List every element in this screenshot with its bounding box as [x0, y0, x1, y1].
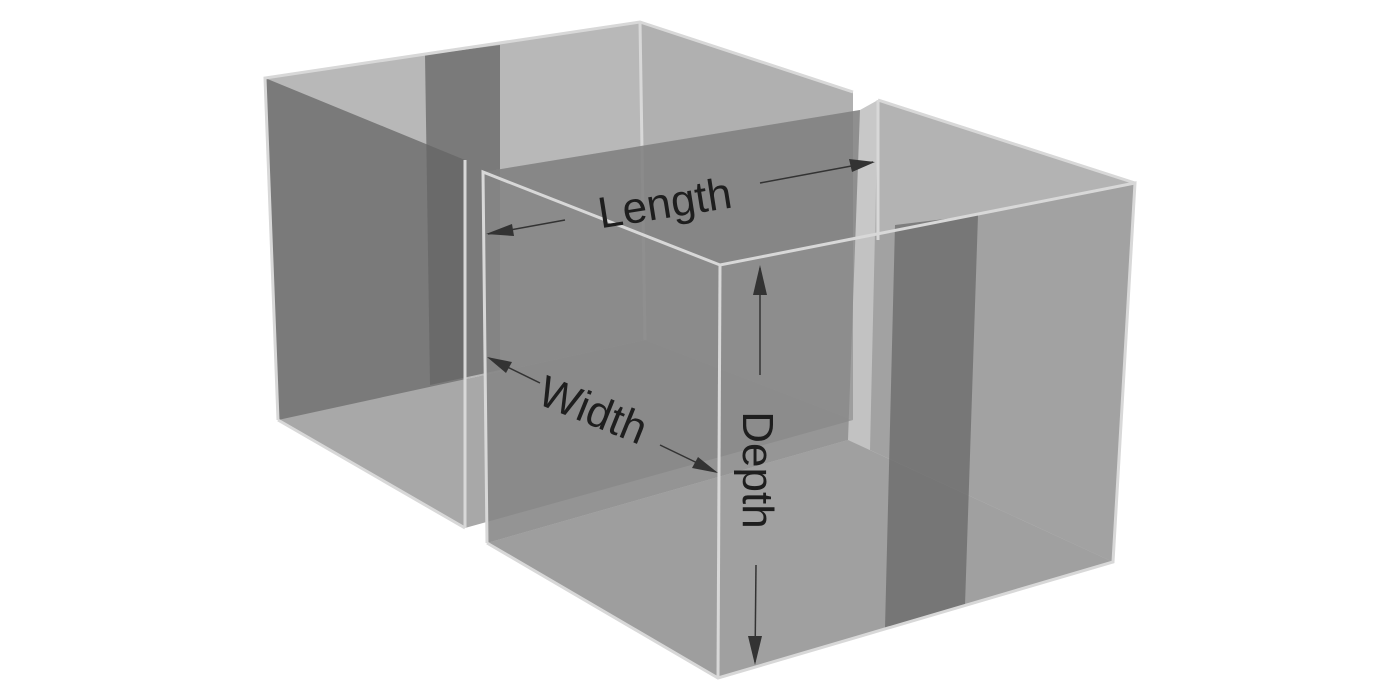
length-arrowhead-left	[486, 224, 514, 236]
width-arrowhead-right	[692, 457, 718, 473]
length-arrowhead-right	[849, 159, 875, 172]
depth-label: Depth	[733, 411, 782, 528]
left-box-divider	[425, 45, 500, 385]
left-box-edges	[263, 20, 854, 421]
depth-arrowhead-top	[753, 265, 767, 295]
width-arrowhead-left	[487, 357, 512, 373]
right-box	[481, 98, 1137, 680]
depth-arrowhead-bottom	[748, 636, 762, 665]
right-box-front-left-wall	[483, 172, 720, 678]
depth-dimension: Depth	[733, 265, 782, 665]
right-box-divider	[885, 215, 978, 628]
